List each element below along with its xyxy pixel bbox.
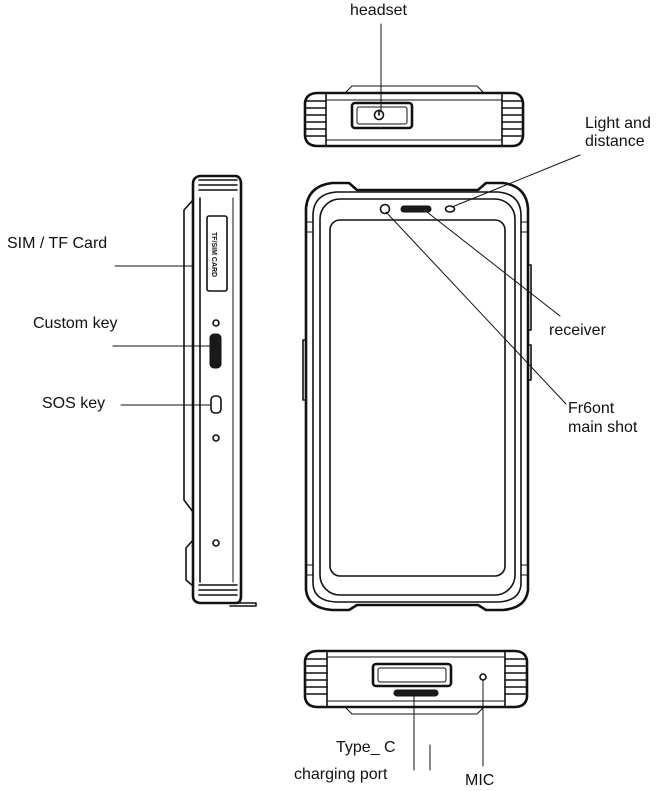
front-shot-label-line2: main shot	[568, 419, 638, 436]
sim-tf-label: SIM / TF Card	[7, 235, 107, 252]
sim-tf-slot	[206, 215, 228, 292]
receiver-label: receiver	[549, 322, 607, 339]
headset-port	[350, 101, 414, 130]
front-camera	[379, 203, 391, 215]
bottom-view	[303, 649, 529, 715]
type-c-label-line1: Type_ C	[336, 739, 396, 756]
receiver-leader	[426, 211, 561, 317]
custom-key-label: Custom key	[33, 315, 117, 332]
mic-hole	[479, 673, 487, 681]
top-view	[303, 85, 525, 148]
type-c-port	[393, 689, 439, 697]
sos-key-label: SOS key	[42, 395, 105, 412]
headset-label: headset	[350, 2, 407, 19]
receiver-grille	[400, 205, 432, 213]
front-screen	[329, 219, 506, 577]
light-distance-label-line2: distance	[585, 133, 645, 150]
type-c-label-line2: charging port	[294, 766, 388, 783]
sos-key	[210, 395, 222, 414]
light-distance-label-line1: Light and	[585, 115, 651, 132]
light-distance-sensor	[444, 205, 456, 213]
light-distance-leader	[451, 154, 581, 208]
custom-key	[209, 333, 222, 369]
front-shot-leader	[385, 211, 567, 405]
front-view	[302, 181, 532, 612]
front-shot-label-line1: Fr6ont	[568, 400, 615, 417]
mic-label: MIC	[465, 772, 494, 789]
sim-tf-slot-text: TF/SIM CARD	[210, 232, 217, 277]
side-view: TF/SIM CARD	[183, 174, 257, 607]
